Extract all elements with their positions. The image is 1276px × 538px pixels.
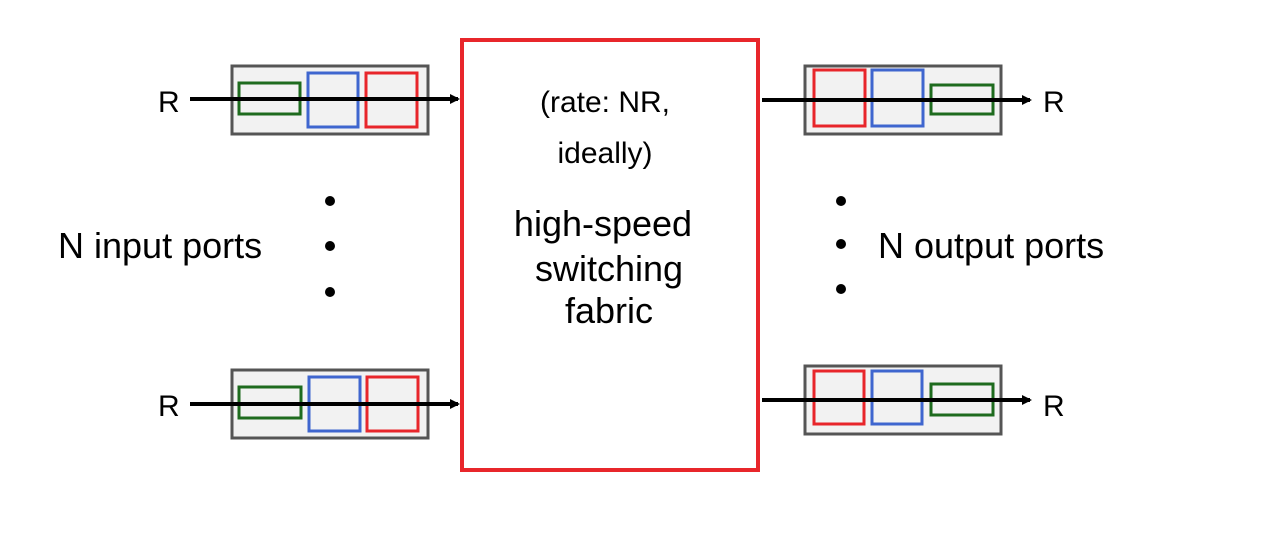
input-ports-label: N input ports [58,225,262,266]
switching-fabric-box [460,38,760,472]
fabric-title-line-2: switching [535,248,683,289]
output-port-top: R [762,64,1065,136]
output-ellipsis-dot [836,284,846,294]
fabric-rate-line-1: (rate: NR, [540,86,670,119]
input-ellipsis-dot [325,287,335,297]
input-ellipsis-dot [325,196,335,206]
input-rate-top: R [158,86,180,119]
packet-red [812,369,866,426]
input-port-top: R [158,64,460,136]
packet-blue [870,369,924,426]
output-rate-top: R [1043,86,1065,119]
output-port-bottom: R [762,364,1065,436]
output-ellipsis-dot [836,239,846,249]
fabric-title-line-1: high-speed [514,203,692,244]
input-rate-bottom: R [158,390,180,423]
output-rate-bottom: R [1043,390,1065,423]
output-ellipsis-dot [836,196,846,206]
output-ports-label: N output ports [878,225,1104,266]
input-ellipsis-dot [325,241,335,251]
fabric-title-line-3: fabric [565,290,653,331]
fabric-rate-line-2: ideally) [557,137,652,170]
input-port-bottom: R [158,368,460,440]
